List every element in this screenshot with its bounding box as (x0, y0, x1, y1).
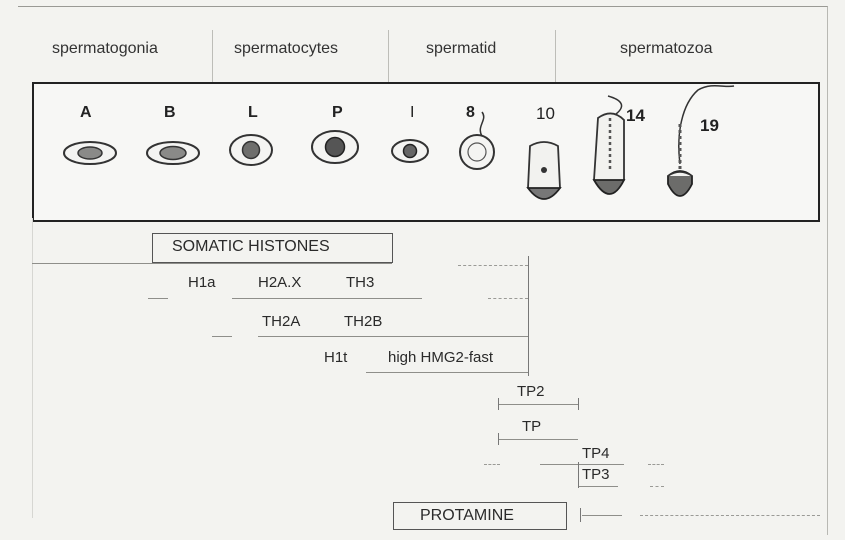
somatic-histones-line (32, 263, 392, 264)
hmg-label: high HMG2-fast (388, 349, 494, 366)
tp-label: TP (522, 418, 542, 435)
protamine-line (582, 515, 622, 516)
left-guide (32, 218, 33, 518)
tp4-line (484, 464, 500, 465)
somatic-histones-line (458, 265, 528, 266)
round-cell-icon (311, 130, 359, 164)
protamine-start-tick (580, 508, 581, 522)
stage-label: 14 (626, 106, 645, 125)
tp3-line (578, 486, 618, 487)
tp3-label: TP3 (582, 466, 610, 483)
round-cell-icon (391, 139, 429, 163)
stage-label: I (410, 104, 415, 121)
th3-label: TH3 (346, 274, 375, 291)
phase-spermatid: spermatid (426, 40, 497, 57)
protamine-line (640, 515, 820, 516)
tp-line (498, 439, 578, 440)
th2b-label: TH2B (344, 313, 383, 330)
elongated-spermatid-icon (592, 95, 626, 195)
th2a-label: TH2A (262, 313, 301, 330)
spermatid-icon (459, 111, 495, 170)
elongating-spermatid-icon (526, 141, 562, 200)
stage-label: P (332, 104, 343, 121)
tp2-line (498, 404, 578, 405)
phase-divider (212, 30, 213, 82)
tp3-start-tick (578, 462, 579, 488)
stage-label: B (164, 104, 176, 121)
protamine-label: PROTAMINE (420, 507, 514, 524)
row-end-tick (528, 340, 529, 376)
th2-line (258, 336, 528, 337)
row-end-tick (528, 302, 529, 340)
tp2-start-tick (498, 398, 499, 410)
phase-divider (555, 30, 556, 82)
h1a-label: H1a (188, 274, 216, 291)
stage-label: L (248, 104, 258, 121)
stage-label: 8 (466, 104, 475, 121)
tp4-label: TP4 (582, 445, 610, 462)
phase-divider (388, 30, 389, 82)
tp2-label: TP2 (517, 383, 545, 400)
phase-spermatozoa: spermatozoa (620, 40, 713, 57)
round-cell-icon (229, 134, 273, 166)
th2-line (212, 336, 232, 337)
h1t-label: H1t (324, 349, 348, 366)
tp3-line (650, 486, 664, 487)
stage-label: 10 (536, 104, 555, 123)
protamine-box (393, 502, 567, 530)
phase-spermatogonia: spermatogonia (52, 40, 158, 57)
figure-frame (18, 6, 828, 535)
round-cell-icon (146, 141, 200, 165)
tp2-end-tick (578, 398, 579, 410)
spermatozoon-icon (667, 84, 735, 197)
hmg-line (366, 372, 528, 373)
round-cell-icon (63, 141, 117, 165)
phase-spermatocytes: spermatocytes (234, 40, 339, 57)
h2ax-label: H2A.X (258, 274, 302, 291)
tp4-line (648, 464, 664, 465)
tp-start-tick (498, 433, 499, 445)
h1a-line (148, 298, 168, 299)
stage-label: 19 (700, 116, 719, 135)
th3-line (488, 298, 528, 299)
row-end-tick (528, 256, 529, 302)
somatic-histones-box (152, 233, 393, 263)
somatic-histones-label: SOMATIC HISTONES (172, 238, 330, 255)
tp4-line (540, 464, 624, 465)
h2ax-line (232, 298, 422, 299)
stage-label: A (80, 104, 92, 121)
